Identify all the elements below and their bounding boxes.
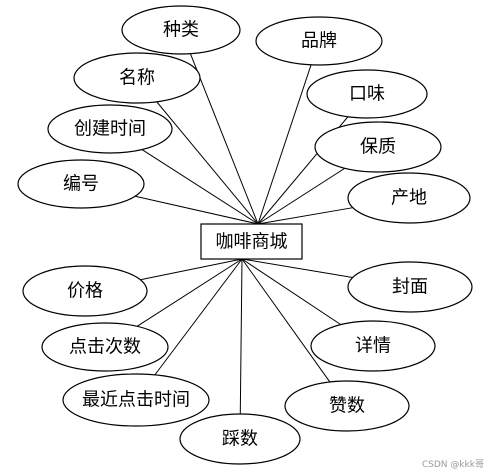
connector-lines [135, 53, 353, 415]
attribute-label-detail: 详情 [355, 336, 391, 357]
attribute-label-create-time: 创建时间 [74, 119, 146, 140]
connector-origin [257, 207, 353, 225]
attribute-price: 价格 [22, 265, 148, 317]
attribute-label-like-count: 赞数 [329, 396, 365, 417]
attribute-like-count: 赞数 [284, 380, 410, 432]
attribute-ellipse-like-count [284, 380, 410, 432]
attribute-ellipse-create-time [47, 104, 173, 154]
connector-name [156, 101, 259, 225]
entity-label: 咖啡商城 [216, 232, 288, 253]
attribute-detail: 详情 [310, 320, 436, 372]
attribute-create-time: 创建时间 [47, 104, 173, 154]
connector-shelf-life [257, 167, 346, 225]
attribute-kind: 种类 [121, 5, 241, 55]
attribute-label-cover: 封面 [392, 277, 428, 298]
attribute-ellipse-price [22, 265, 148, 317]
attribute-ellipse-name [73, 52, 201, 104]
attribute-code: 编号 [17, 159, 145, 209]
attribute-label-code: 编号 [63, 174, 99, 195]
attribute-label-brand: 品牌 [301, 31, 337, 52]
attribute-ellipse-detail [310, 320, 436, 372]
entity-node: 咖啡商城 [200, 223, 303, 260]
attribute-ellipse-code [17, 159, 145, 209]
connector-cover [241, 258, 353, 278]
connector-price [140, 258, 243, 281]
attribute-cover: 封面 [347, 261, 473, 313]
entity-box [200, 223, 303, 260]
connector-create-time [141, 149, 259, 225]
attribute-label-flavor: 口味 [349, 84, 385, 105]
attribute-last-click-time: 最近点击时间 [62, 373, 210, 427]
attribute-ellipse-dislike-count [179, 413, 301, 465]
attribute-dislike-count: 踩数 [179, 413, 301, 465]
attribute-label-name: 名称 [119, 68, 155, 89]
watermark-text: CSDN @kkk哥 [421, 460, 484, 470]
connector-dislike-count [239, 258, 243, 415]
attribute-flavor: 口味 [306, 69, 428, 119]
attribute-name: 名称 [73, 52, 201, 104]
connector-kind [189, 53, 259, 225]
attribute-label-kind: 种类 [163, 20, 199, 41]
connector-like-count [241, 258, 331, 383]
attribute-label-dislike-count: 踩数 [222, 429, 258, 450]
connector-code [135, 195, 259, 225]
attribute-shelf-life: 保质 [314, 121, 442, 173]
attribute-click-count: 点击次数 [41, 322, 169, 372]
connector-click-count [136, 258, 243, 327]
attribute-brand: 品牌 [255, 16, 383, 66]
attribute-label-last-click-time: 最近点击时间 [82, 390, 190, 411]
attribute-ellipse-brand [255, 16, 383, 66]
attribute-ellipse-kind [121, 5, 241, 55]
attribute-origin: 产地 [347, 172, 471, 224]
attribute-ellipse-last-click-time [62, 373, 210, 427]
connector-brand [257, 64, 312, 225]
attribute-label-click-count: 点击次数 [69, 337, 141, 358]
attribute-label-origin: 产地 [391, 188, 427, 209]
connector-last-click-time [154, 258, 243, 376]
attribute-label-price: 价格 [67, 281, 103, 302]
attribute-ellipse-flavor [306, 69, 428, 119]
attribute-label-shelf-life: 保质 [360, 137, 396, 158]
attribute-ellipse-click-count [41, 322, 169, 372]
connector-detail [241, 258, 342, 326]
attribute-ellipse-shelf-life [314, 121, 442, 173]
attribute-ellipse-cover [347, 261, 473, 313]
attribute-ellipse-origin [347, 172, 471, 224]
